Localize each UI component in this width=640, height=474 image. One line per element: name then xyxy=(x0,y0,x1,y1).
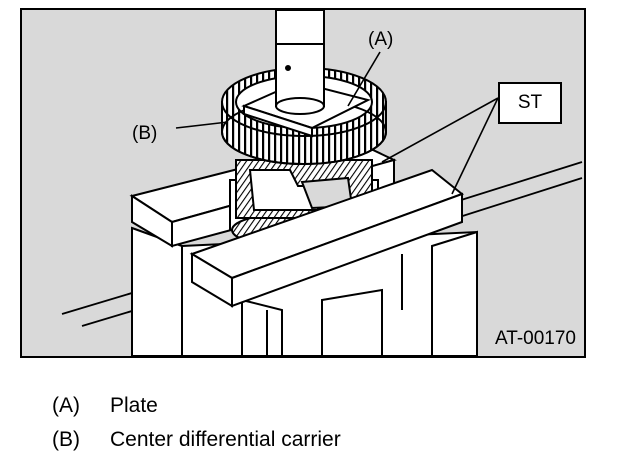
leader-lines xyxy=(175,51,499,195)
callout-a: (A) xyxy=(368,29,394,50)
legend-text: Center differential carrier xyxy=(110,428,341,451)
front-jaw xyxy=(189,168,465,308)
st-label: ST xyxy=(517,92,543,113)
legend-key: (A) xyxy=(52,394,80,417)
figure-id: AT-00170 xyxy=(495,328,576,349)
st-label-box: ST xyxy=(498,82,562,124)
figure-frame: (A) (B) ST AT-00170 xyxy=(20,8,586,358)
legend-item-plate: (A) Plate xyxy=(52,394,158,418)
press-diagram xyxy=(61,10,583,356)
legend-text: Plate xyxy=(110,394,158,417)
legend-item-center-differential-carrier: (B) Center differential carrier xyxy=(52,428,341,452)
press-ram xyxy=(275,10,325,115)
callout-b: (B) xyxy=(132,123,158,144)
legend-key: (B) xyxy=(52,428,80,451)
